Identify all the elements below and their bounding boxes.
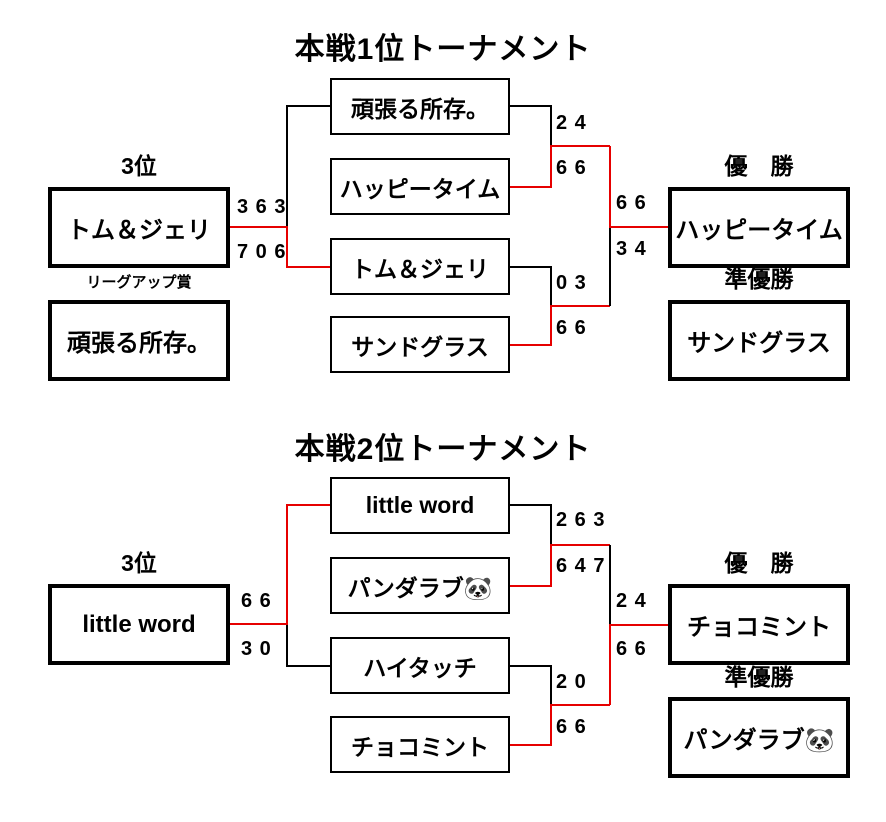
b2-team-box-3: ハイタッチ: [330, 637, 510, 694]
b2-final-score-top: 2 4: [616, 590, 647, 612]
bracket1-title: 本戦1位トーナメント: [294, 33, 592, 66]
b1-semi2-winner-line: [510, 305, 610, 346]
b1-final-score-top: 6 6: [616, 192, 647, 214]
b1-semi1-loser-line: [510, 105, 552, 146]
b1-champion-box: ハッピータイム: [668, 187, 850, 268]
b1-semi2-loser-line: [510, 266, 552, 306]
b1-league-up-box: 頑張る所存。: [48, 300, 230, 381]
b2-third-place-score-top: 6 6: [241, 590, 272, 612]
b1-team-box-4: サンドグラス: [330, 316, 510, 373]
b2-champion-box: チョコミント: [668, 584, 850, 665]
b1-runner-up-box: サンドグラス: [668, 300, 850, 381]
b2-team-box-1: little word: [330, 477, 510, 534]
b1-semi1-score-bottom: 6 6: [556, 157, 587, 179]
b1-third-place-winner-line: [230, 226, 330, 268]
b2-third-place-winner-line: [230, 504, 330, 625]
b1-semi1-score-top: 2 4: [556, 112, 587, 134]
b1-third-place-score-top: 3 6 3: [237, 196, 287, 218]
b1-team-box-3: トム＆ジェリ: [330, 238, 510, 295]
b2-semi1-score-bottom: 6 4 7: [556, 555, 606, 577]
b2-semi2-winner-line: [510, 704, 610, 746]
b2-final-score-bottom: 6 6: [616, 638, 647, 660]
b2-semi1-score-top: 2 6 3: [556, 509, 606, 531]
b2-third-place-heading: 3位: [121, 550, 157, 576]
b1-final-winner-line: [609, 146, 668, 228]
b2-team-box-2: パンダラブ🐼: [330, 557, 510, 614]
b2-third-place-loser-line: [286, 624, 330, 667]
b1-third-place-box: トム＆ジェリ: [48, 187, 230, 268]
b1-team-box-1: 頑張る所存。: [330, 78, 510, 135]
b2-semi2-loser-line: [510, 665, 552, 705]
b1-runner-up-heading: 準優勝: [724, 266, 794, 292]
b1-semi2-score-top: 0 3: [556, 272, 587, 294]
b2-semi2-score-top: 2 0: [556, 671, 587, 693]
b2-semi2-score-bottom: 6 6: [556, 716, 587, 738]
bracket2-title: 本戦2位トーナメント: [294, 433, 592, 466]
b1-semi2-score-bottom: 6 6: [556, 317, 587, 339]
b2-third-place-score-bottom: 3 0: [241, 638, 272, 660]
b2-third-place-box: little word: [48, 584, 230, 665]
b2-runner-up-heading: 準優勝: [724, 664, 794, 690]
b1-third-place-score-bottom: 7 0 6: [237, 241, 287, 263]
b1-third-place-heading: 3位: [121, 153, 157, 179]
b1-semi1-winner-line: [510, 145, 610, 188]
b1-champion-heading: 優 勝: [724, 153, 794, 179]
b2-champion-heading: 優 勝: [724, 550, 794, 576]
b2-final-winner-line: [609, 624, 668, 705]
b1-league-up-heading: リーグアップ賞: [86, 274, 192, 291]
b1-team-box-2: ハッピータイム: [330, 158, 510, 215]
b2-team-box-4: チョコミント: [330, 716, 510, 773]
b2-semi1-loser-line: [510, 504, 552, 545]
b1-third-place-loser-line: [286, 105, 330, 227]
b2-runner-up-box: パンダラブ🐼: [668, 697, 850, 778]
b2-semi1-winner-line: [510, 544, 610, 587]
b1-final-score-bottom: 3 4: [616, 238, 647, 260]
